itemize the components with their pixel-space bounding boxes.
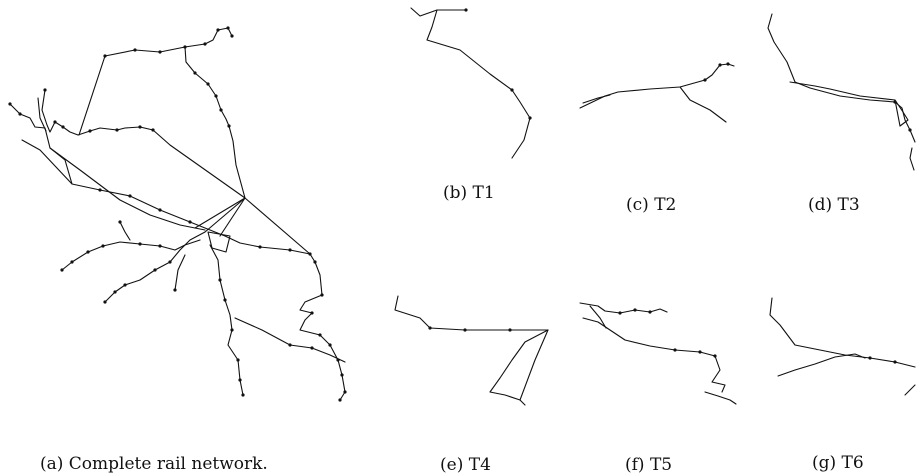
network-line-northwest bbox=[41, 89, 246, 199]
panel-t4 bbox=[394, 295, 549, 406]
network-junction-a bbox=[194, 197, 246, 229]
t3-loop bbox=[894, 99, 909, 127]
t2-spur bbox=[582, 94, 611, 104]
t1-route-main bbox=[426, 9, 531, 159]
t2-branch bbox=[679, 86, 727, 123]
t5-spur bbox=[589, 305, 607, 329]
caption-a: (a) Complete rail network. bbox=[40, 454, 268, 474]
network-line-main bbox=[21, 139, 311, 255]
network-junction-c bbox=[219, 197, 246, 237]
panel-t2 bbox=[579, 62, 735, 123]
panel-t6 bbox=[769, 297, 916, 396]
network-junction-b bbox=[204, 197, 246, 233]
network-line-east bbox=[299, 253, 346, 401]
t5-route bbox=[579, 302, 668, 314]
panel-t5 bbox=[579, 302, 737, 405]
caption-b: (b) T1 bbox=[443, 183, 495, 203]
network-line-south bbox=[174, 254, 186, 291]
t4-branch bbox=[489, 329, 549, 406]
t1-route bbox=[410, 7, 467, 17]
caption-g: (g) T6 bbox=[812, 453, 864, 473]
panel-t3 bbox=[767, 13, 916, 171]
t4-loop bbox=[519, 329, 549, 401]
network-stations bbox=[8, 26, 347, 402]
t3-spur bbox=[909, 147, 915, 171]
network-line-west-diagonal bbox=[49, 147, 206, 231]
network-loop bbox=[207, 231, 231, 253]
panel-complete-network bbox=[8, 26, 347, 402]
network-junction-d bbox=[244, 197, 311, 255]
t3-parallel bbox=[789, 81, 896, 101]
network-line-north bbox=[78, 27, 233, 136]
t4-route bbox=[394, 295, 549, 331]
network-line-west bbox=[9, 103, 73, 185]
network-line-southeast-diagonal bbox=[234, 317, 346, 363]
panel-t1 bbox=[410, 7, 532, 159]
network-line-northeast bbox=[184, 46, 246, 199]
caption-c: (c) T2 bbox=[626, 195, 676, 215]
caption-f: (f) T5 bbox=[625, 455, 672, 475]
t6-branch bbox=[777, 353, 866, 377]
t3-route bbox=[767, 13, 916, 143]
caption-d: (d) T3 bbox=[808, 195, 860, 215]
network-line-southeast bbox=[209, 244, 244, 396]
network-line-southwest-a bbox=[61, 239, 201, 271]
t2-route bbox=[579, 63, 735, 109]
t6-tail bbox=[904, 384, 916, 396]
t5-tail bbox=[704, 391, 737, 405]
network-line-spur-sw bbox=[119, 221, 131, 241]
t5-route-main bbox=[582, 317, 726, 393]
caption-e: (e) T4 bbox=[440, 455, 491, 475]
t6-route bbox=[769, 297, 916, 368]
network-line-spur-nw bbox=[37, 97, 47, 132]
